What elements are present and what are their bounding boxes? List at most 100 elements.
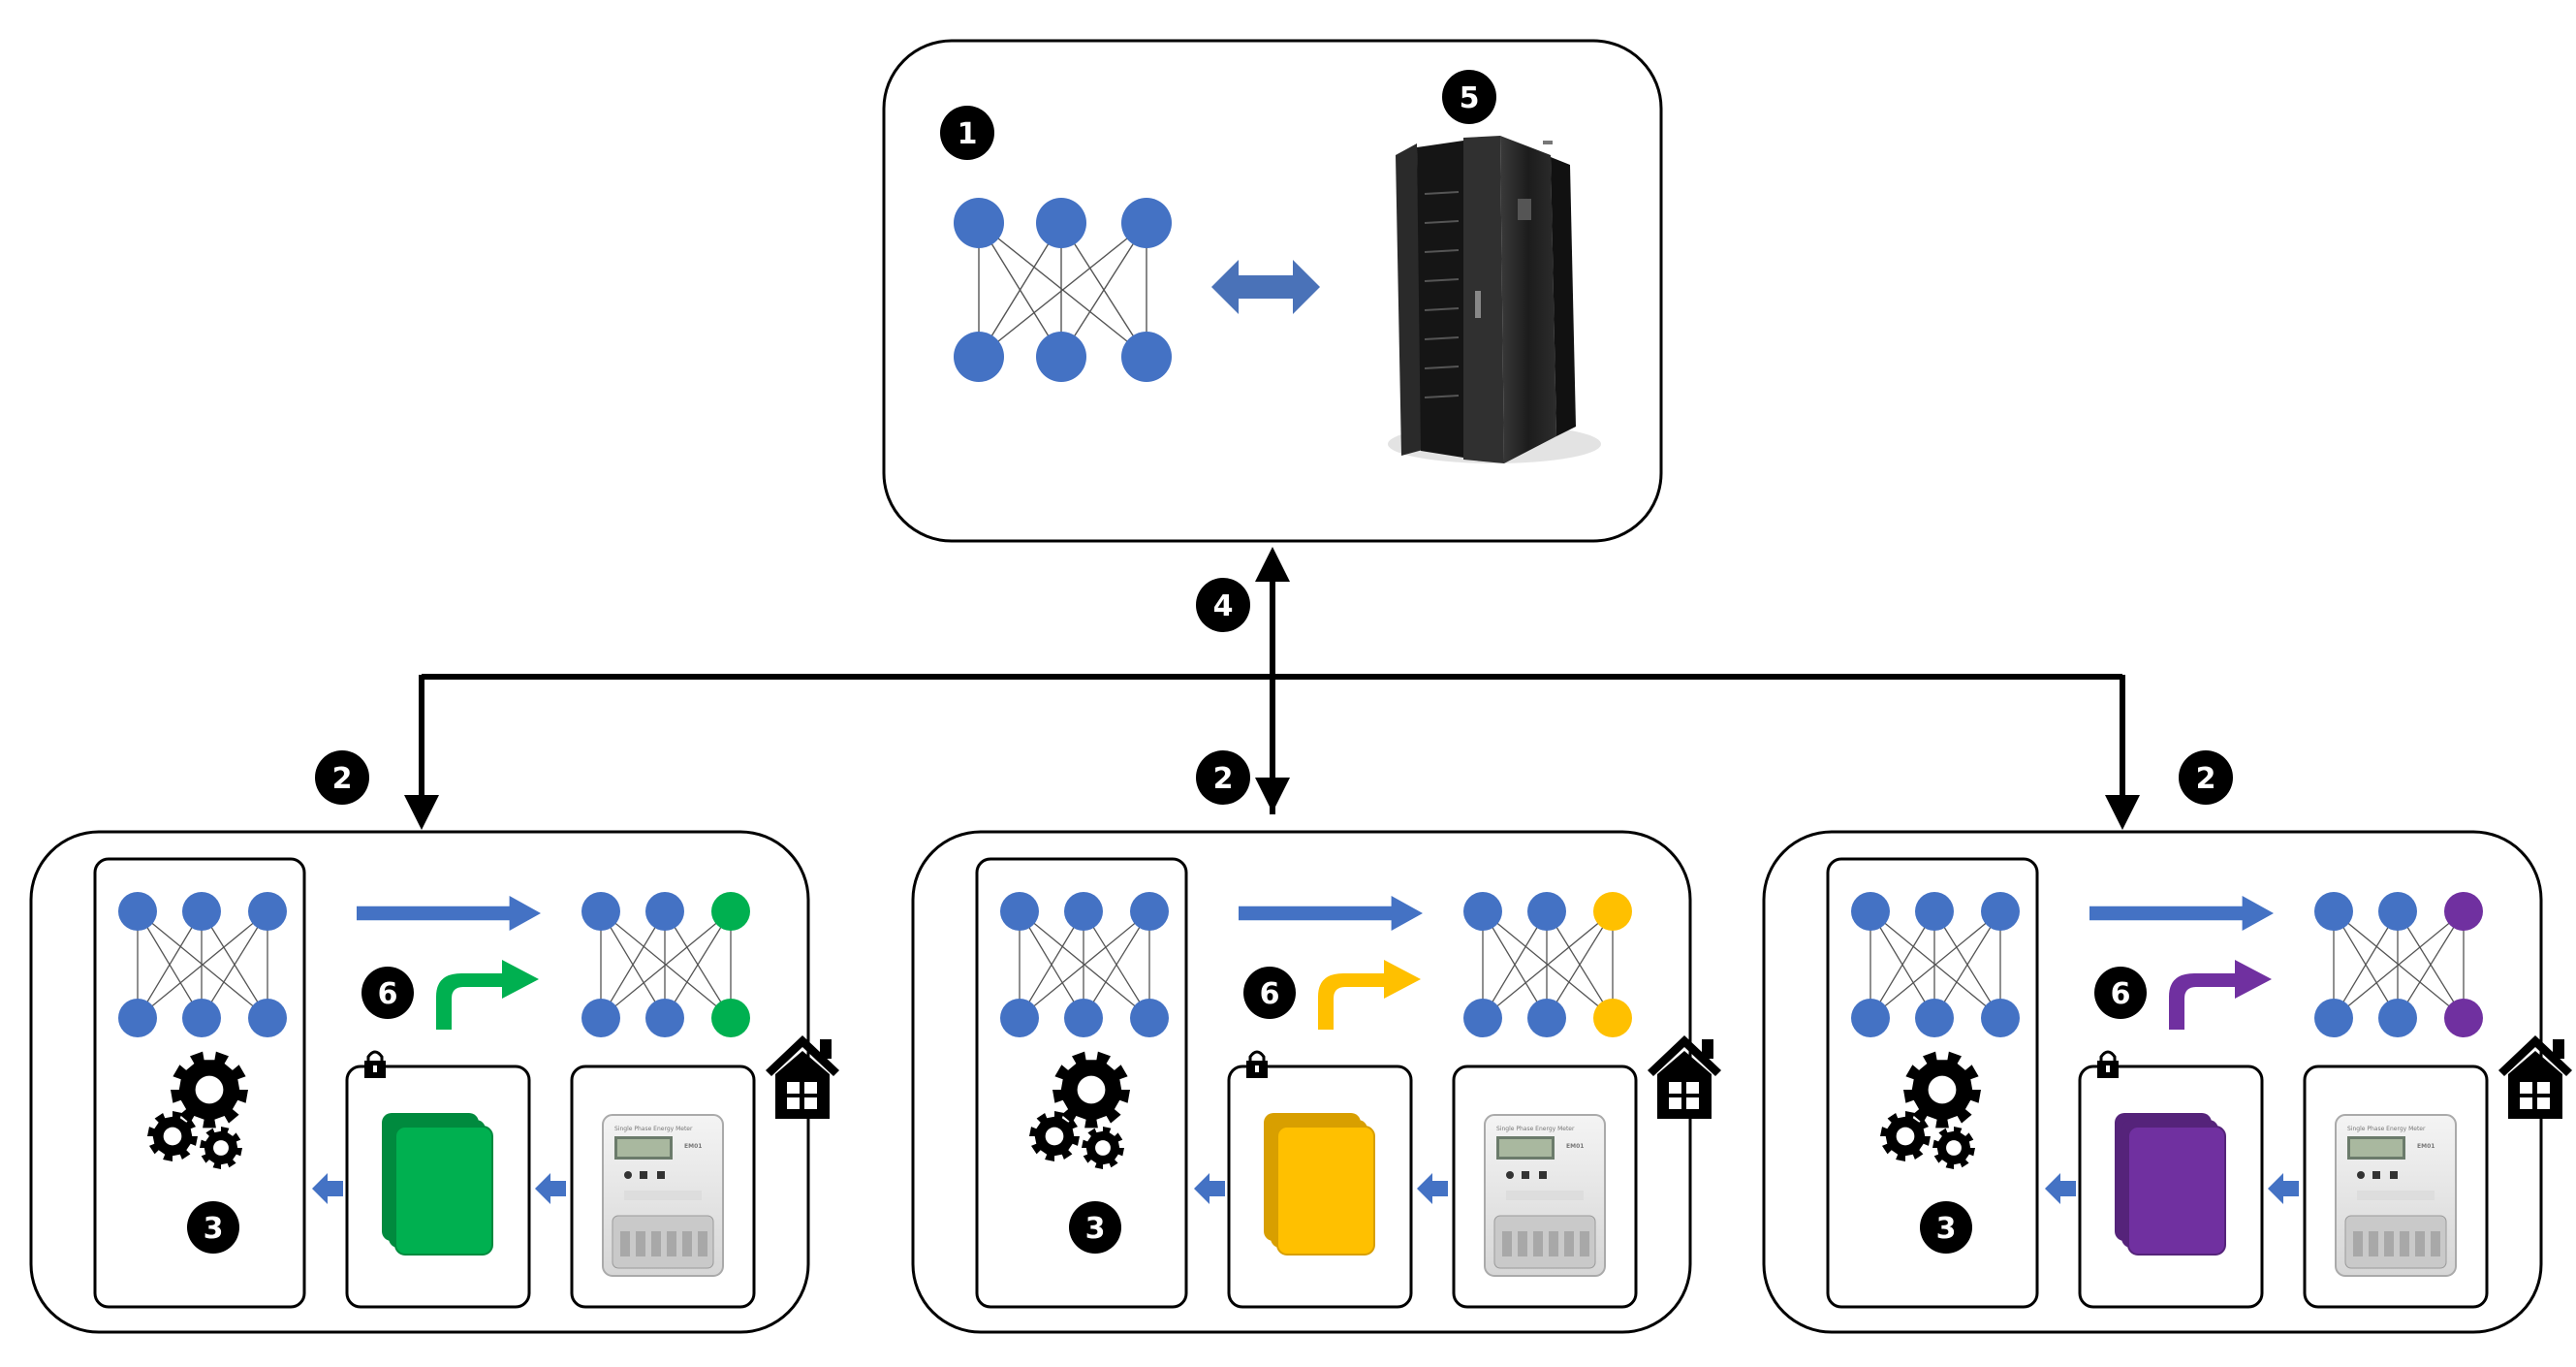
network-node <box>645 892 684 931</box>
global-model-network <box>954 198 1172 382</box>
meter-caption: Single Phase Energy Meter <box>1496 1126 1575 1132</box>
badge-3: 3 <box>1069 1201 1121 1254</box>
gears-icon <box>147 1051 248 1169</box>
gears-icon <box>1029 1051 1130 1169</box>
right-arrow-icon <box>2089 896 2274 931</box>
badge-3-label: 3 <box>1936 1212 1957 1246</box>
gear-hole <box>1095 1140 1111 1156</box>
network-node <box>1130 892 1169 931</box>
network-node <box>1527 892 1566 931</box>
private-data-stack <box>2115 1113 2226 1256</box>
network-node <box>118 892 157 931</box>
network-node <box>2444 999 2483 1037</box>
local-network <box>2314 892 2483 1037</box>
network-node <box>118 999 157 1037</box>
network-node <box>1000 892 1039 931</box>
network-node <box>1463 892 1502 931</box>
network-node <box>1915 999 1954 1037</box>
badge-3-label: 3 <box>204 1212 224 1246</box>
private-data-stack <box>382 1113 493 1256</box>
badge-6-label: 6 <box>1260 977 1280 1011</box>
badge-6: 6 <box>361 967 414 1019</box>
network-node <box>711 892 750 931</box>
right-arrow-icon <box>1239 896 1423 931</box>
gear-hole <box>195 1075 224 1104</box>
house-icon <box>766 1035 839 1119</box>
meter-brand: EM01 <box>2417 1143 2435 1150</box>
badge-3: 3 <box>187 1201 239 1254</box>
smart-meter-icon: EM01 Single Phase Energy Meter <box>1484 1114 1606 1277</box>
personalize-arrow-icon <box>436 960 539 1030</box>
network-node <box>182 999 221 1037</box>
network-node <box>1593 892 1632 931</box>
badge-5-label: 5 <box>1460 81 1480 115</box>
gears-icon <box>1880 1051 1981 1169</box>
house-icon <box>2498 1035 2572 1119</box>
meter-caption: Single Phase Energy Meter <box>614 1126 693 1132</box>
network-node <box>248 999 287 1037</box>
gear-hole <box>1077 1075 1106 1104</box>
badge-5: 5 <box>1442 70 1496 124</box>
network-node <box>1064 999 1103 1037</box>
personalize-arrow-icon <box>2169 960 2272 1030</box>
network-node <box>645 999 684 1037</box>
network-node <box>1851 892 1890 931</box>
network-node <box>1981 999 2020 1037</box>
gear-hole <box>213 1140 229 1156</box>
network-node <box>581 892 620 931</box>
network-node <box>1064 892 1103 931</box>
left-arrow-icon <box>2268 1173 2299 1204</box>
communication-links <box>404 547 2140 830</box>
smart-meter-icon: EM01 Single Phase Energy Meter <box>602 1114 724 1277</box>
personalize-arrow-icon <box>1318 960 1421 1030</box>
local-network <box>1463 892 1632 1037</box>
network-node <box>2444 892 2483 931</box>
badge-4-label: 4 <box>1213 589 1234 623</box>
gear-hole <box>163 1127 182 1146</box>
network-node <box>1121 198 1172 248</box>
badge-2-label: 2 <box>2196 762 2216 796</box>
lock-icon <box>2097 1050 2119 1078</box>
network-node <box>1036 332 1086 382</box>
left-arrow-icon <box>2045 1173 2076 1204</box>
server-panel: 1 5 <box>882 39 1663 543</box>
badge-3: 3 <box>1920 1201 1972 1254</box>
badge-6: 6 <box>2094 967 2147 1019</box>
badge-3-label: 3 <box>1085 1212 1106 1246</box>
network-node <box>711 999 750 1037</box>
badge-2-client-1: 2 <box>315 750 369 805</box>
lock-icon <box>1246 1050 1268 1078</box>
meter-brand: EM01 <box>684 1143 702 1150</box>
network-node <box>2378 999 2417 1037</box>
badge-1: 1 <box>940 106 994 160</box>
left-arrow-icon <box>535 1173 566 1204</box>
gear-hole <box>1928 1075 1957 1104</box>
network-node <box>1527 999 1566 1037</box>
local-network <box>1851 892 2020 1037</box>
badge-2-client-3: 2 <box>2179 750 2233 805</box>
network-node <box>1463 999 1502 1037</box>
lock-icon <box>364 1050 386 1078</box>
badge-4: 4 <box>1196 578 1250 632</box>
network-node <box>248 892 287 931</box>
badge-6-label: 6 <box>2111 977 2131 1011</box>
network-node <box>2314 999 2353 1037</box>
gear-hole <box>1045 1127 1064 1146</box>
local-network <box>581 892 750 1037</box>
meter-brand: EM01 <box>1566 1143 1584 1150</box>
badge-2-client-2: 2 <box>1196 750 1250 805</box>
gear-hole <box>1946 1140 1962 1156</box>
private-data-stack <box>1264 1113 1375 1256</box>
badge-2-label: 2 <box>1213 762 1234 796</box>
network-node <box>581 999 620 1037</box>
network-node <box>1130 999 1169 1037</box>
gear-hole <box>1896 1127 1915 1146</box>
network-node <box>1036 198 1086 248</box>
badge-1-label: 1 <box>958 117 978 151</box>
local-network <box>1000 892 1169 1037</box>
